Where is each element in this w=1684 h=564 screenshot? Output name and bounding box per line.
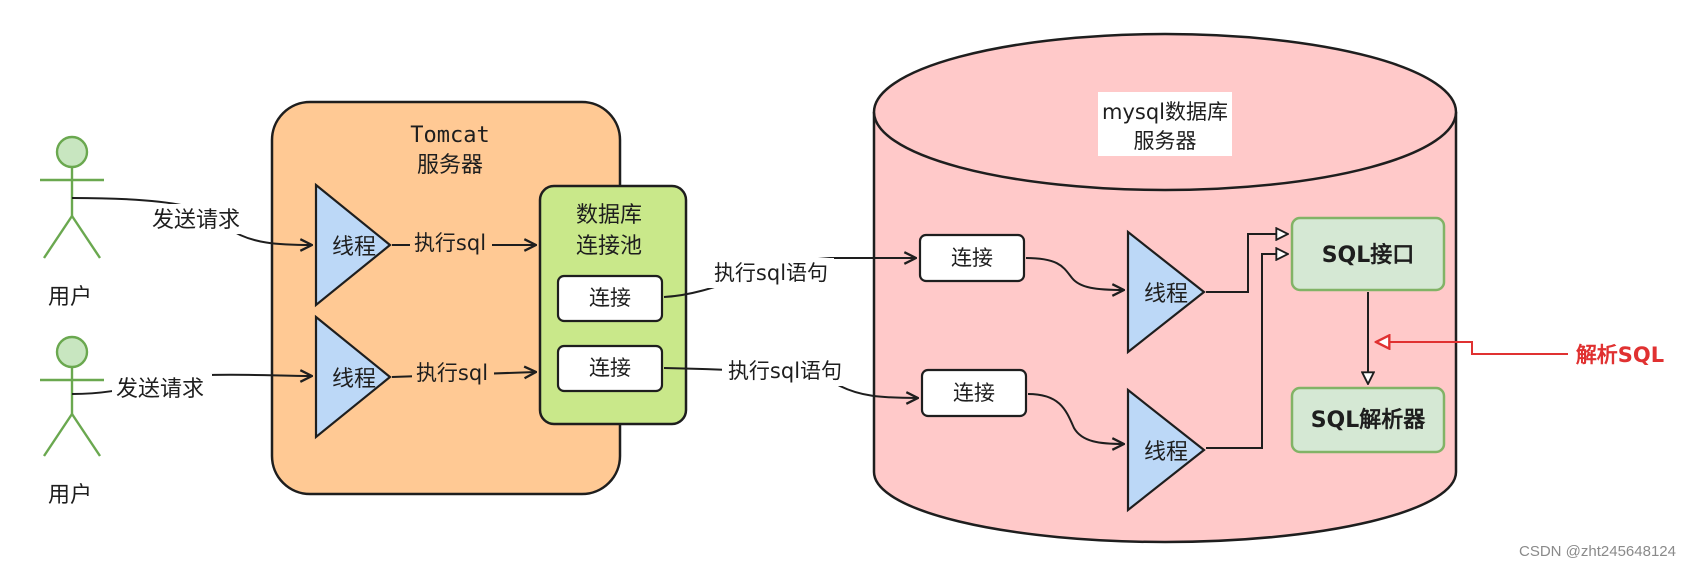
- exec-sql-stmt-bg-bottom: [722, 356, 848, 386]
- pool-connection-label-top: 连接: [589, 286, 631, 310]
- exec-sql-stmt-label-bottom: 执行sql语句: [728, 359, 842, 383]
- arrow-thread-sqlinterface-bottom: [1206, 254, 1288, 449]
- tomcat-title-line1: Tomcat: [410, 123, 489, 148]
- arrow-thread-sqlinterface-top: [1206, 234, 1288, 293]
- user-label-bottom: 用户: [48, 483, 92, 508]
- mysql-title-line2: 服务器: [1134, 129, 1197, 153]
- arrow-conn-thread-top: [1025, 257, 1124, 290]
- tomcat-thread-top: [314, 182, 392, 308]
- pool-connection-box-bottom: [556, 344, 664, 393]
- send-request-bg-top: [146, 204, 246, 234]
- tomcat-title-line2: 服务器: [417, 153, 483, 178]
- exec-sql-label-top: 执行sql: [414, 231, 486, 255]
- send-request-label-bottom: 发送请求: [116, 377, 204, 402]
- exec-sql-bg-top: [410, 228, 492, 258]
- send-request-label-top: 发送请求: [152, 208, 240, 233]
- pool-title-line2: 连接池: [576, 234, 642, 259]
- user-figure-bottom: [40, 335, 104, 457]
- mysql-connection-box-bottom: [920, 368, 1028, 418]
- user-label-top: 用户: [48, 285, 92, 310]
- pool-connection-label-bottom: 连接: [589, 356, 631, 380]
- arrow-parse-sql-annotation: [1376, 342, 1568, 355]
- exec-sql-stmt-label-top: 执行sql语句: [714, 261, 828, 285]
- tomcat-thread-bottom-label: 线程: [332, 367, 376, 392]
- pool-connection-box-top: [556, 274, 664, 323]
- tomcat-thread-bottom: [314, 314, 392, 440]
- mysql-title-line1: mysql数据库: [1102, 100, 1228, 124]
- watermark: CSDN @zht245648124: [1519, 543, 1676, 560]
- user-figure-top: [40, 135, 104, 259]
- arrow-conn-thread-bottom: [1027, 393, 1124, 444]
- exec-sql-label-bottom: 执行sql: [416, 361, 488, 385]
- pool-title-line1: 数据库: [576, 203, 642, 228]
- mysql-thread-top-label: 线程: [1144, 282, 1188, 307]
- sql-interface-box: [1290, 216, 1446, 292]
- mysql-thread-bottom-label: 线程: [1144, 440, 1188, 465]
- mysql-thread-bottom: [1126, 387, 1206, 513]
- exec-sql-bg-bottom: [412, 358, 494, 388]
- parse-sql-label: 解析SQL: [1576, 343, 1664, 367]
- exec-sql-stmt-bg-top: [708, 258, 834, 288]
- send-request-bg-bottom: [112, 374, 212, 404]
- sql-parser-label: SQL解析器: [1311, 407, 1427, 433]
- mysql-connection-box-top: [918, 233, 1026, 283]
- mysql-title-bg: [1098, 92, 1232, 156]
- sql-interface-label: SQL接口: [1322, 243, 1415, 268]
- mysql-connection-label-bottom: 连接: [953, 381, 995, 405]
- mysql-thread-top: [1126, 229, 1206, 355]
- mysql-connection-label-top: 连接: [951, 246, 993, 270]
- sql-parser-box: [1290, 386, 1446, 454]
- tomcat-thread-top-label: 线程: [332, 235, 376, 260]
